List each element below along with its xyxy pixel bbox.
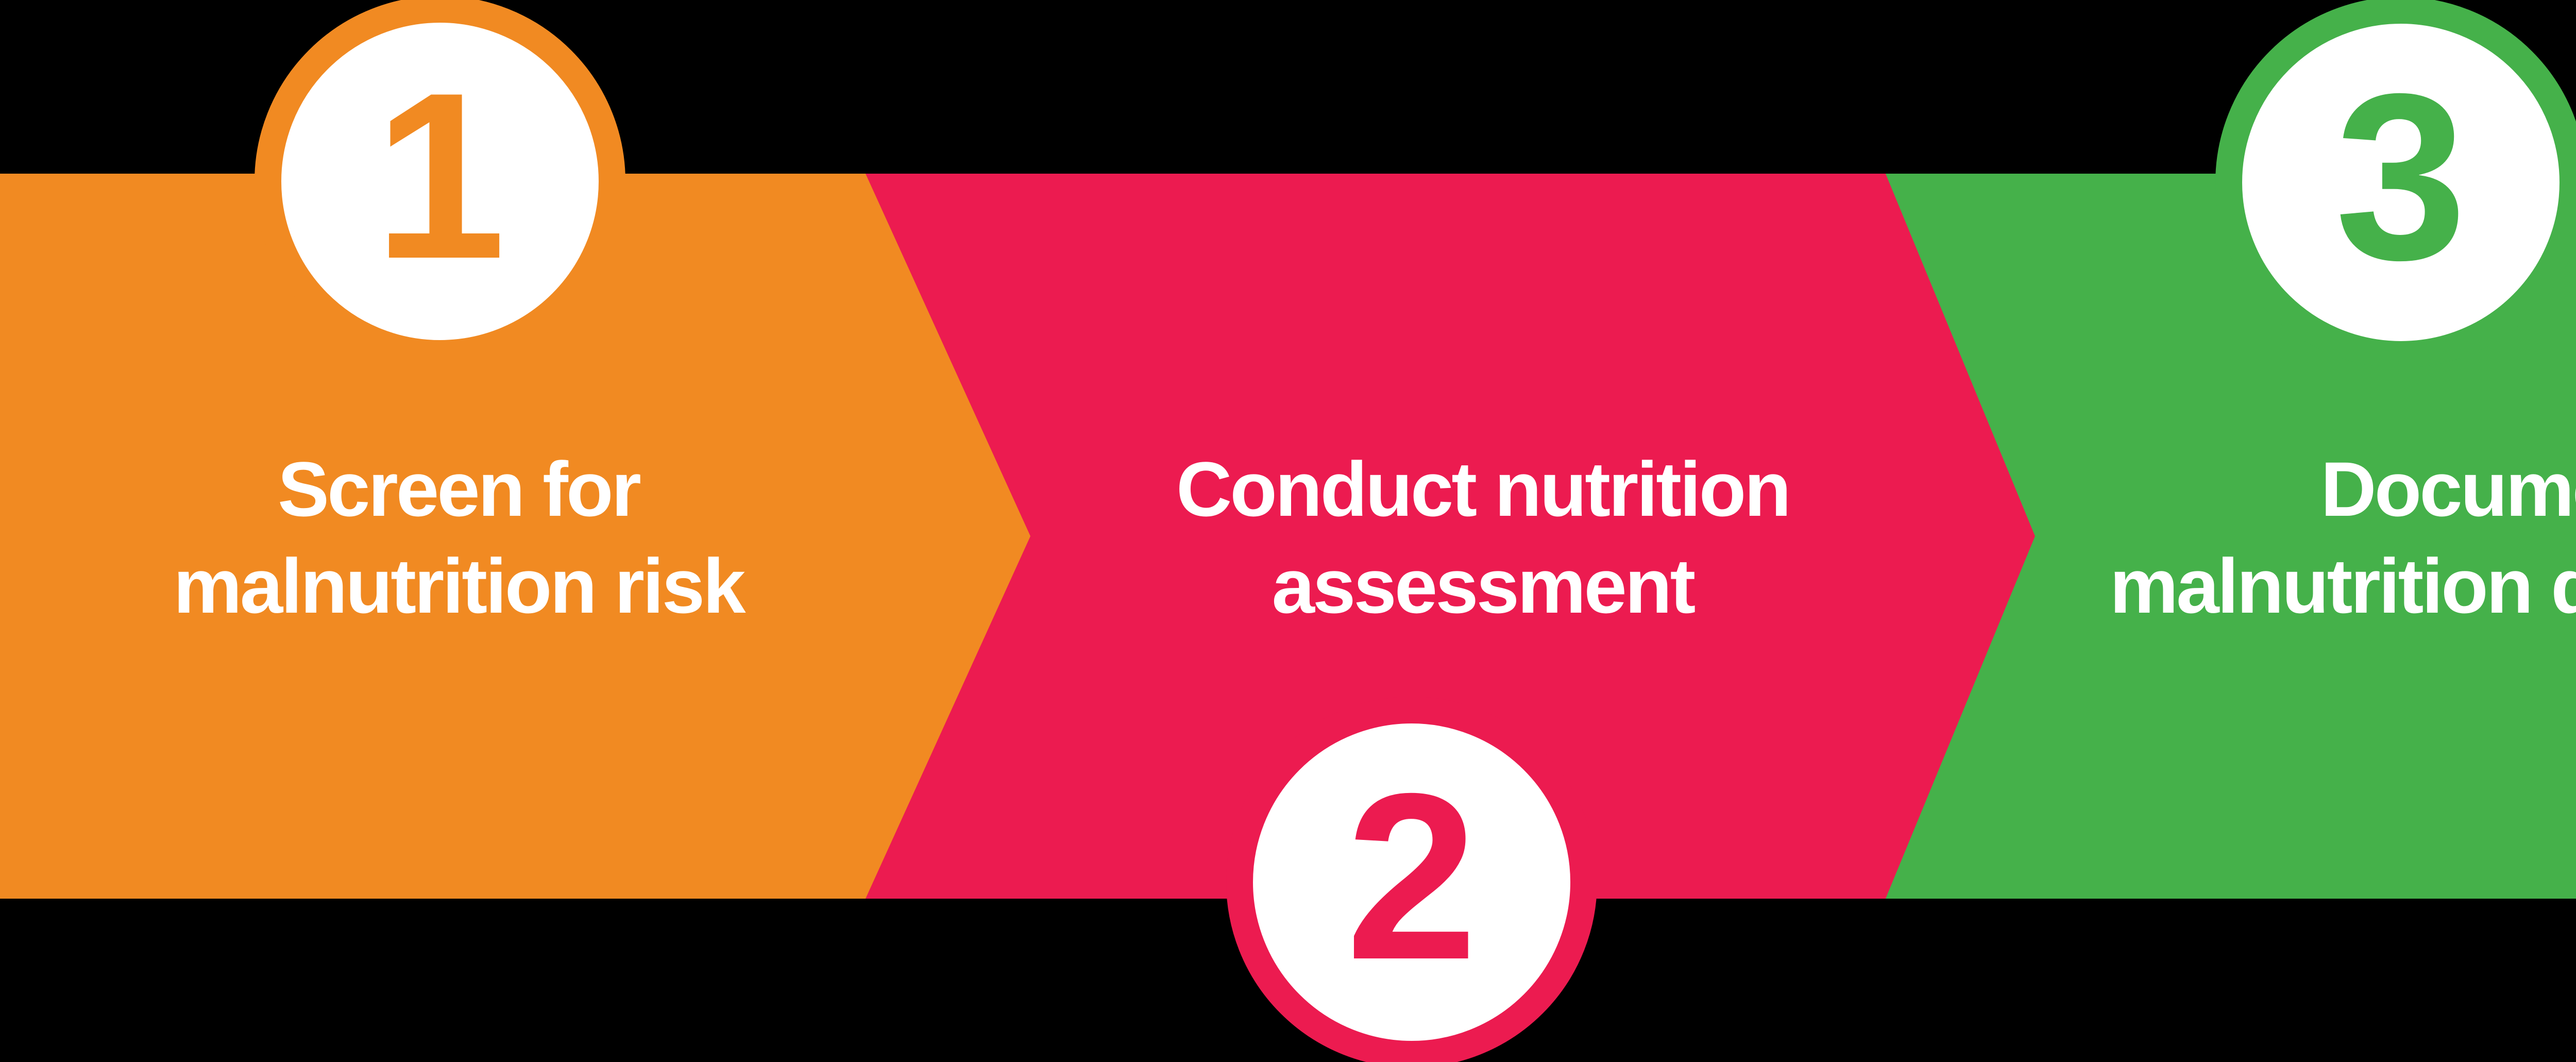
step-2-label: Conduct nutrition assessment	[865, 441, 2101, 634]
step-2-label-line2: assessment	[1272, 543, 1696, 629]
step-1-label: Screen for malnutrition risk	[0, 441, 1077, 634]
step-3-number: 3	[2335, 45, 2467, 309]
step-3-number-badge: 3	[2215, 0, 2576, 368]
step-1-number: 1	[374, 44, 506, 308]
step-2-number-badge: 2	[1226, 697, 1597, 1062]
step-1-label-line1: Screen for	[278, 446, 641, 532]
step-3-label: Document malnutrition diagnosis	[1883, 441, 2576, 634]
step-2-number: 2	[1346, 745, 1478, 1009]
step-2-label-line1: Conduct nutrition	[1176, 446, 1791, 532]
step-3-label-line2: malnutrition diagnosis	[2109, 543, 2576, 629]
step-1-number-badge: 1	[255, 0, 625, 367]
step-3-label-line1: Document	[2320, 446, 2576, 532]
step-1-label-line2: malnutrition risk	[173, 543, 745, 629]
